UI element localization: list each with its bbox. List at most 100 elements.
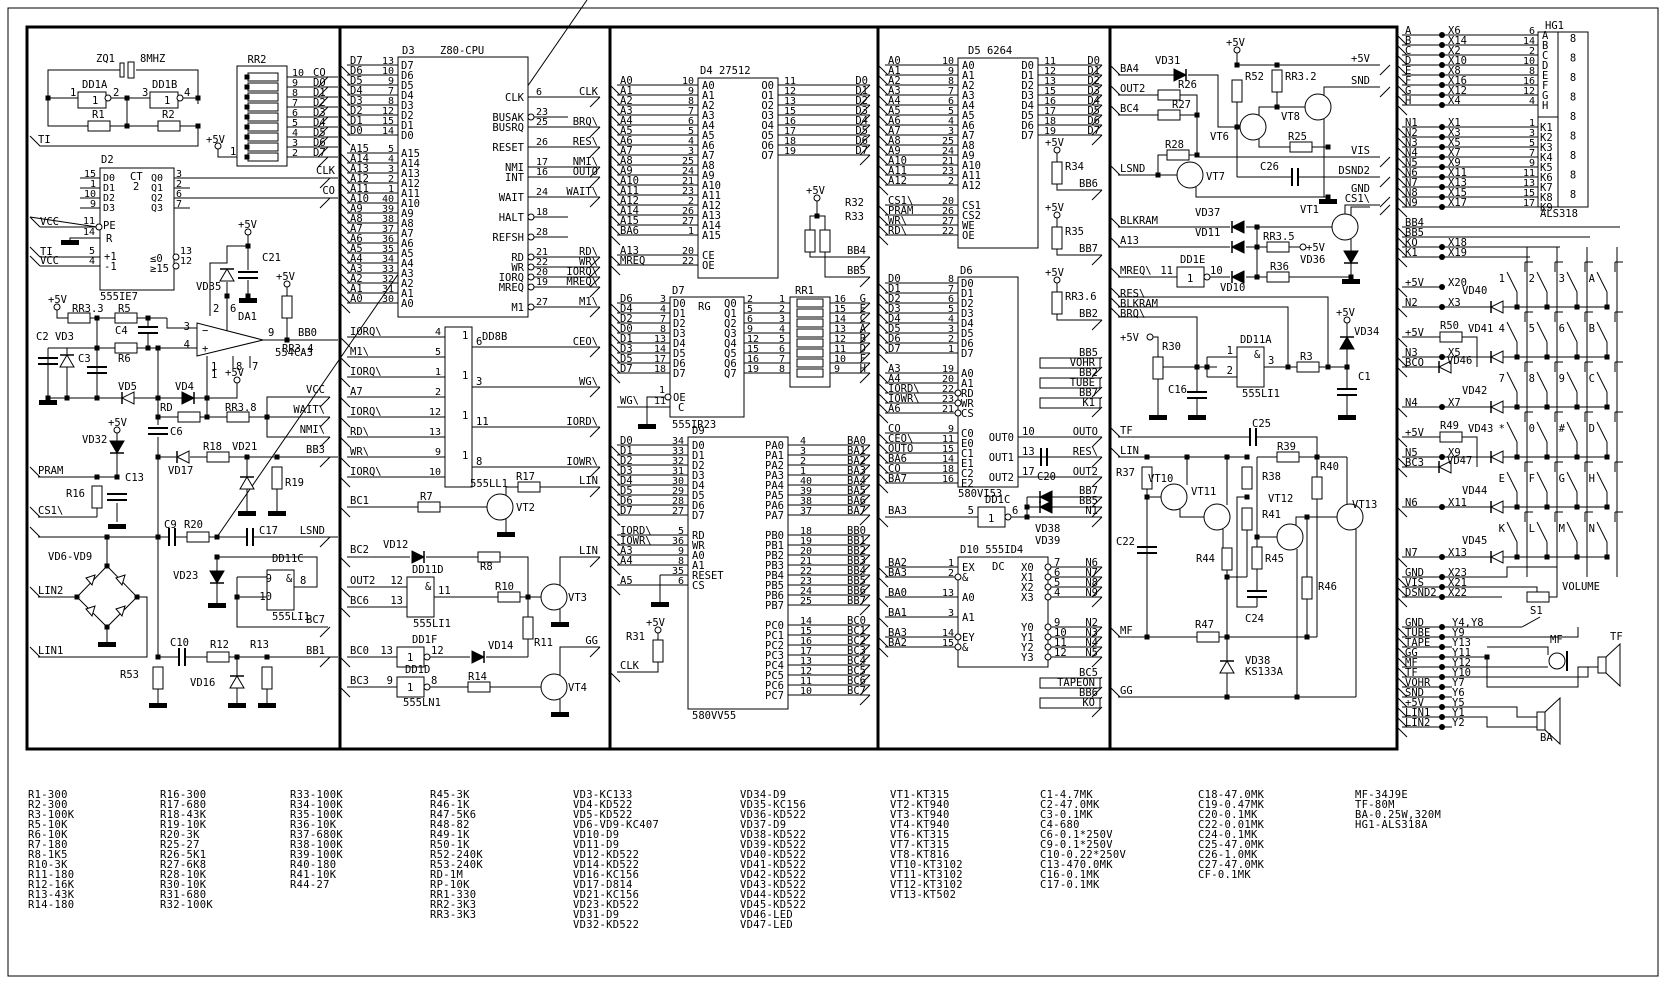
diode-ref: VD23	[173, 570, 198, 582]
connector-label: X4	[1448, 95, 1461, 107]
bom-item: R31-680	[160, 889, 207, 901]
bus-entry	[609, 224, 621, 236]
net-label: BC5	[1079, 667, 1098, 679]
bus-entry	[1109, 296, 1121, 308]
bus-signal: D5	[620, 485, 633, 497]
bom-item: R8-1K5	[28, 849, 68, 861]
pin-number: 11	[800, 676, 812, 687]
pin-number: 2	[948, 568, 954, 579]
connector-pin	[1439, 634, 1445, 640]
bus-entry	[877, 412, 889, 424]
bus-entry	[339, 686, 351, 698]
net-label: WAIT\	[566, 186, 598, 198]
net-label: BC6	[350, 595, 369, 607]
pin-number: 2	[948, 176, 954, 187]
wire	[559, 646, 600, 675]
bom-item: VT7-KT315	[890, 839, 950, 851]
chip-type: 554CA3	[275, 347, 313, 359]
net-label: F	[1405, 75, 1411, 87]
bus-entry	[1091, 64, 1103, 76]
net-label: A7	[350, 386, 363, 398]
wire	[56, 310, 68, 319]
pin-name: PB5	[765, 580, 784, 592]
digit-glyph: 8	[1570, 131, 1576, 143]
pin-name: K7	[1540, 182, 1553, 194]
junction-dot	[244, 104, 250, 110]
bus-entry	[1109, 236, 1121, 248]
terminal-ring	[527, 303, 535, 311]
terminal-ring	[1044, 653, 1052, 661]
bus-entry	[859, 114, 871, 126]
chip-ref: D7	[672, 285, 685, 297]
junction-dot	[155, 414, 161, 420]
component-label: BA	[1540, 732, 1553, 744]
connector-pin	[1439, 42, 1445, 48]
pin-name: A13	[401, 168, 420, 180]
net-label: N5	[1405, 157, 1418, 169]
opamp-da1	[196, 322, 264, 357]
bus-signal: A4	[620, 555, 633, 567]
bus-entry	[859, 454, 871, 466]
net-label: VOHR	[1405, 677, 1431, 689]
bom-item: HG1-ALS318A	[1355, 819, 1428, 831]
pin-number: 13	[834, 324, 846, 335]
resistor-ref: R49	[1440, 420, 1459, 432]
net-label: B	[1405, 35, 1411, 47]
pin-name: D5	[961, 328, 974, 340]
resistor-icon	[1439, 431, 1463, 443]
bus-signal: D5	[620, 353, 633, 365]
pin-name: K8	[1540, 192, 1553, 204]
pin-name: X2	[1021, 582, 1034, 594]
pin-number: 30	[672, 476, 684, 487]
pin-number: 4	[948, 314, 954, 325]
bom-item: C2-47.0MK	[1040, 799, 1100, 811]
pin-number: 32	[672, 456, 684, 467]
pin-number: 14	[942, 628, 954, 639]
bus-signal: D0	[855, 75, 868, 87]
net-label: SND	[1405, 687, 1424, 699]
resistor-ref: R50	[1440, 320, 1459, 332]
diode-vd34	[1339, 336, 1355, 350]
connector-label: Y12	[1452, 657, 1471, 669]
bus-entry	[1091, 74, 1103, 86]
bus-entry	[859, 464, 871, 476]
connector-pin	[1439, 72, 1445, 78]
pin-name: D7	[961, 348, 974, 360]
resistor-r19	[271, 466, 283, 490]
bus-entry	[859, 604, 871, 616]
jumper-label-box	[1039, 677, 1101, 689]
bom-item: RP-10K	[430, 879, 470, 891]
pin-name: OE	[673, 392, 686, 404]
diode-ref: VD36	[1300, 254, 1325, 266]
pin-number: 18	[800, 526, 812, 537]
net-label: VIS	[1351, 145, 1370, 157]
bom-item: C20-0.1MK	[1198, 809, 1258, 821]
bus-entry	[1396, 286, 1408, 298]
transistor-ref: VT8	[1281, 111, 1300, 123]
connector-pin	[1439, 654, 1445, 660]
pin-name: O1	[761, 90, 774, 102]
bom-item: R45-3K	[430, 789, 470, 801]
connector-pin	[1439, 82, 1445, 88]
pin-name: C2	[961, 468, 974, 480]
bus-signal: A0	[888, 55, 901, 67]
supply-label: +5V	[238, 219, 258, 231]
net-label: D6	[313, 137, 326, 149]
junction-dot	[1484, 654, 1490, 660]
junction-dot	[1514, 404, 1520, 410]
pin-number: 17	[1022, 466, 1035, 478]
junction-dot	[1144, 494, 1150, 500]
resistor-r6	[114, 342, 138, 354]
bus-entry	[859, 352, 871, 364]
pin-number: 1	[800, 466, 806, 477]
bus-entry	[317, 156, 329, 168]
diode-ref: VD46	[1447, 355, 1472, 367]
bus-entry	[609, 144, 621, 156]
junction-dot	[145, 315, 151, 321]
bus-entry	[1109, 64, 1121, 76]
diode-icon	[1489, 350, 1504, 364]
bus-signal: A15	[620, 215, 639, 227]
wire	[266, 396, 330, 417]
pin-number: 22	[942, 384, 954, 395]
